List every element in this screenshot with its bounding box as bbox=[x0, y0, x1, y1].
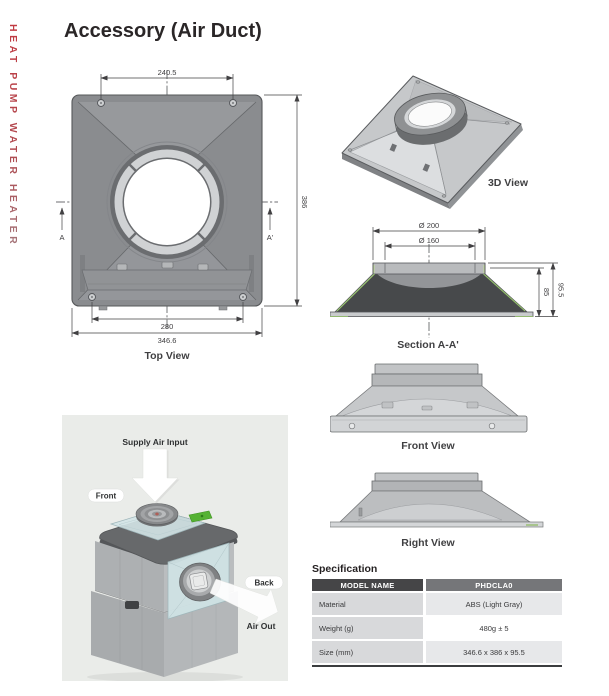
dimension-386: 386 bbox=[264, 94, 309, 307]
back-pill: Back bbox=[244, 575, 284, 590]
page-title: Accessory (Air Duct) bbox=[64, 20, 262, 42]
top-duct-adapter bbox=[109, 503, 207, 541]
svg-text:Front: Front bbox=[96, 492, 117, 501]
three-d-view-drawing: 3D View bbox=[341, 75, 529, 209]
section-profile bbox=[330, 262, 534, 317]
air-out-label: Air Out bbox=[247, 621, 276, 631]
dimension-240-5: 240.5 bbox=[100, 68, 234, 100]
unit-shadow bbox=[87, 672, 243, 682]
svg-text:Back: Back bbox=[254, 579, 274, 588]
right-profile bbox=[330, 472, 544, 528]
svg-text:280: 280 bbox=[161, 322, 174, 331]
dimension-346-6: 346.6 bbox=[71, 308, 263, 345]
svg-text:A': A' bbox=[267, 233, 274, 242]
svg-text:Ø 160: Ø 160 bbox=[419, 236, 439, 245]
front-profile bbox=[330, 363, 528, 433]
screw-holes bbox=[88, 99, 247, 301]
svg-text:Ø 200: Ø 200 bbox=[419, 221, 439, 230]
section-view-label: Section A-A' bbox=[397, 339, 459, 351]
supply-air-arrow bbox=[131, 448, 180, 504]
dimension-280: 280 bbox=[91, 302, 244, 331]
spec-table: MODEL NAME PHDCLA0 Material ABS (Light G… bbox=[312, 579, 562, 663]
svg-text:346.6: 346.6 bbox=[158, 336, 177, 345]
top-view-label: Top View bbox=[144, 350, 190, 362]
spec-row-size-value: 346.6 x 386 x 95.5 bbox=[426, 641, 562, 663]
spec-table-bottom-rule bbox=[312, 665, 562, 667]
green-component bbox=[188, 510, 213, 523]
svg-text:85: 85 bbox=[542, 288, 551, 296]
section-view-drawing: Ø 200 Ø 160 85 95.5 Section A-A' bbox=[330, 221, 566, 351]
spec-row-weight-name: Weight (g) bbox=[312, 617, 423, 639]
spec-heading: Specification bbox=[312, 563, 378, 575]
svg-text:386: 386 bbox=[300, 196, 309, 209]
front-pill: Front bbox=[87, 488, 125, 503]
spec-col-model-name: MODEL NAME bbox=[312, 579, 423, 591]
svg-text:A: A bbox=[59, 233, 64, 242]
spec-row-weight-value: 480g ± 5 bbox=[426, 617, 562, 639]
heater-unit bbox=[91, 503, 238, 677]
right-view-label: Right View bbox=[401, 537, 455, 549]
spec-col-model-value: PHDCLA0 bbox=[426, 579, 562, 591]
svg-text:240.5: 240.5 bbox=[158, 68, 177, 77]
three-d-view-label: 3D View bbox=[488, 177, 529, 189]
dimension-95-5: 95.5 bbox=[488, 262, 566, 317]
section-marker-a-prime: A' bbox=[267, 207, 274, 242]
heater-illustration: Supply Air Input Front Back Air Out bbox=[87, 437, 284, 682]
section-marker-a: A bbox=[59, 207, 65, 242]
sidebar-vertical-text: HEAT PUMP WATER HEATER bbox=[7, 24, 19, 304]
spec-row-material-value: ABS (Light Gray) bbox=[426, 593, 562, 615]
spec-row-material-name: Material bbox=[312, 593, 423, 615]
side-duct-adapter bbox=[167, 542, 230, 620]
spec-row-size-name: Size (mm) bbox=[312, 641, 423, 663]
duct-opening-circle bbox=[106, 141, 228, 263]
supply-air-label: Supply Air Input bbox=[122, 437, 187, 447]
air-duct-plate-top bbox=[71, 94, 263, 311]
top-view-drawing: 240.5 386 A A' 280 346. bbox=[56, 68, 309, 362]
handle bbox=[125, 601, 139, 609]
dimension-diameter-200: Ø 200 bbox=[372, 221, 486, 260]
svg-text:95.5: 95.5 bbox=[557, 283, 566, 298]
right-view-drawing: Right View bbox=[330, 472, 544, 549]
dimension-diameter-160: Ø 160 bbox=[384, 236, 476, 260]
front-view-drawing: Front View bbox=[330, 363, 528, 452]
installation-photo-panel: Supply Air Input Front Back Air Out bbox=[62, 415, 288, 682]
collar-isometric bbox=[394, 92, 468, 145]
front-view-label: Front View bbox=[401, 440, 455, 452]
air-out-arrow bbox=[209, 578, 279, 625]
